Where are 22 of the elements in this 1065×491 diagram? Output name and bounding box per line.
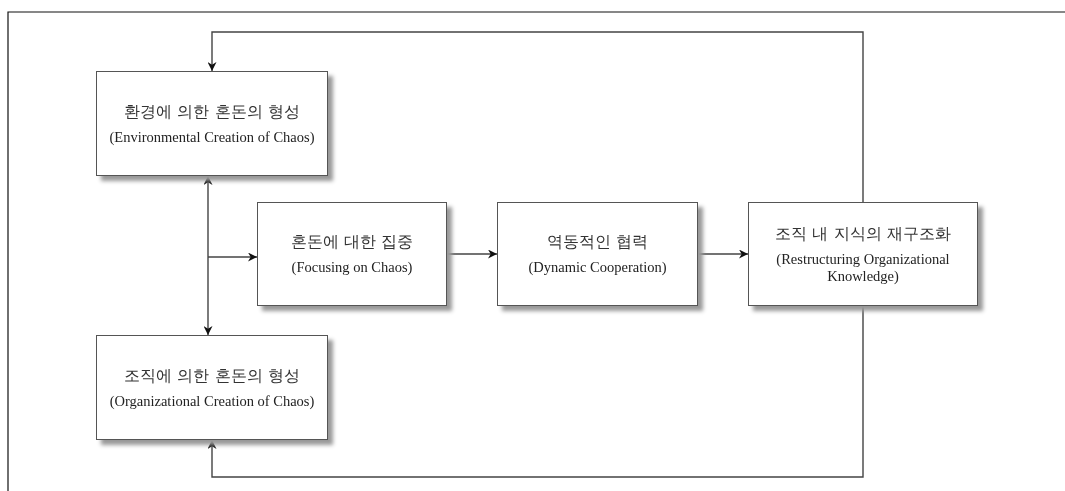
process-box [748, 202, 978, 306]
process-box [96, 335, 328, 440]
arrow [697, 249, 749, 259]
korean-label: 역동적인 협력 [546, 232, 649, 254]
korean-label: 혼돈에 대한 집중 [290, 232, 414, 254]
process-box [96, 71, 328, 176]
arrow [207, 252, 258, 262]
korean-label: 조직 내 지식의 재구조화 [775, 223, 951, 245]
korean-label: 조직에 의한 혼돈의 형성 [124, 365, 300, 387]
arrow [446, 249, 498, 259]
english-label: (Dynamic Cooperation) [528, 259, 667, 276]
english-label: (Focusing on Chaos) [291, 259, 413, 276]
english-label: (Organizational Creation of Chaos) [109, 392, 315, 410]
process-box [257, 202, 447, 306]
arrow [203, 256, 213, 336]
arrow [207, 305, 864, 478]
arrow [203, 175, 213, 258]
english-label: (Restructuring Organizational Knowledge) [775, 250, 951, 285]
korean-label: 환경에 의한 혼돈의 형성 [124, 101, 300, 123]
process-box [497, 202, 698, 306]
arrow [207, 31, 864, 203]
english-label: (Environmental Creation of Chaos) [109, 128, 315, 146]
